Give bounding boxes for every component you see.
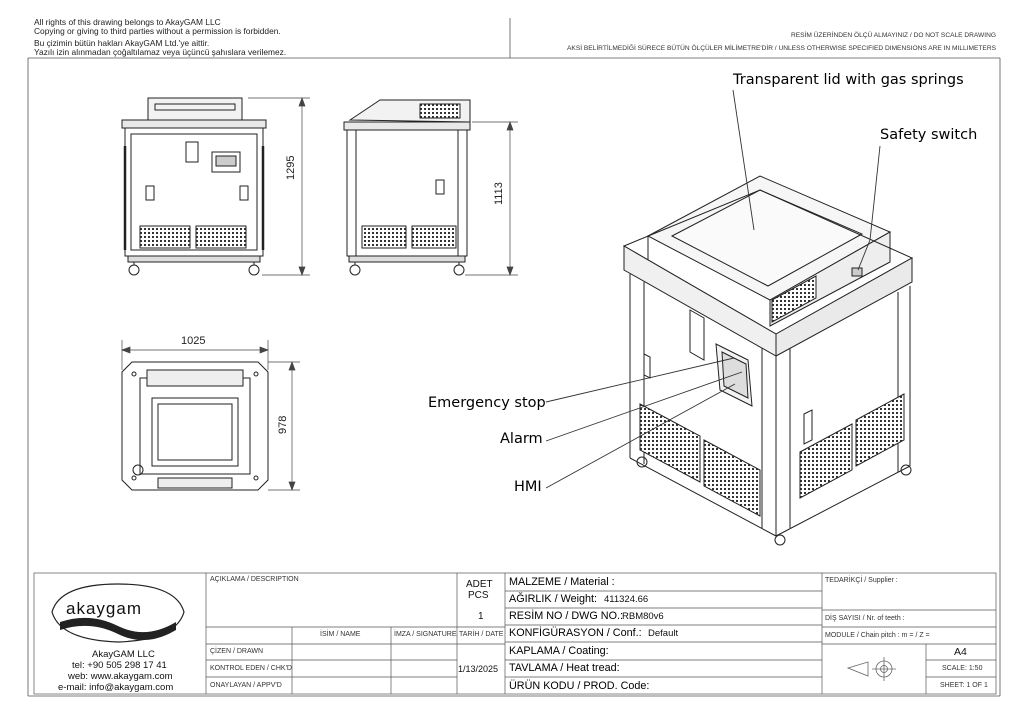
units-note: AKSİ BELİRTİLMEDİĞİ SÜRECE BÜTÜN ÖLÇÜLER…: [567, 45, 996, 52]
module-label: MODULE / Chain pitch : m = / Z =: [825, 632, 930, 639]
name-column-header: İSİM / NAME: [320, 631, 361, 638]
side-view: [343, 99, 471, 276]
weight-label: AĞIRLIK / Weight:: [509, 593, 598, 605]
heat-treat-label: TAVLAMA / Heat tread:: [509, 662, 620, 674]
checked-label: KONTROL EDEN / CHK'D: [210, 665, 292, 672]
copyright-en-line-1: All rights of this drawing belongs to Ak…: [34, 17, 221, 27]
product-code-label: ÜRÜN KODU / PROD. Code:: [509, 680, 650, 692]
date-value: 1/13/2025: [458, 664, 499, 674]
callout-alarm: Alarm: [500, 431, 543, 447]
top-depth-dimension: 978: [277, 415, 289, 434]
title-block-grid: [33, 572, 997, 695]
supplier-label: TEDARİKÇİ / Supplier :: [825, 577, 898, 584]
company-tel: tel: +90 505 298 17 41: [72, 660, 167, 671]
akaygam-logo: [51, 583, 185, 643]
dwg-label: RESİM NO / DWG NO.:: [509, 610, 623, 622]
callout-leaders: [545, 89, 881, 489]
isometric-view: [622, 175, 914, 546]
scale-value: SCALE: 1:50: [942, 665, 983, 672]
approved-label: ONAYLAYAN / APPV'D: [210, 682, 282, 689]
configuration-value: Default: [648, 628, 679, 639]
front-height-dim-lines: [248, 97, 310, 276]
copyright-tr-line-2: Yazılı izin alınmadan çoğaltılamaz veya …: [34, 47, 287, 57]
logo-text: akaygam: [66, 599, 142, 618]
do-not-scale-note: RESİM ÜZERİNDEN ÖLÇÜ ALMAYINIZ / DO NOT …: [790, 32, 996, 39]
callout-emergency-stop: Emergency stop: [428, 395, 546, 411]
drawing-frame: [27, 18, 1001, 697]
callout-transparent-lid: Transparent lid with gas springs: [733, 72, 964, 88]
qty-label-pcs: PCS: [468, 590, 489, 601]
sheet-number: SHEET: 1 OF 1: [940, 682, 988, 689]
company-web: web: www.akaygam.com: [68, 671, 173, 682]
material-label: MALZEME / Material :: [509, 576, 615, 588]
projection-symbol-icon: [846, 657, 896, 681]
date-column-header: TARİH / DATE: [459, 631, 504, 638]
qty-label-adet: ADET: [466, 579, 493, 590]
weight-value: 411324.66: [604, 594, 649, 605]
top-view: [121, 361, 269, 491]
signature-column-header: İMZA / SIGNATURE: [394, 631, 457, 638]
callout-hmi: HMI: [514, 479, 542, 495]
front-height-dimension: 1295: [285, 155, 297, 180]
drawn-label: ÇİZEN / DRAWN: [210, 648, 264, 655]
coating-label: KAPLAMA / Coating:: [509, 645, 609, 657]
company-email: e-mail: info@akaygam.com: [58, 682, 174, 693]
callout-safety-switch: Safety switch: [880, 127, 978, 143]
copyright-tr-line-1: Bu çizimin bütün hakları AkayGAM Ltd.'ye…: [34, 38, 210, 48]
qty-value: 1: [478, 611, 484, 622]
front-view: [121, 97, 267, 276]
teeth-label: DİŞ SAYISI / Nr. of teeth :: [825, 615, 905, 622]
configuration-label: KONFİGÜRASYON / Conf.:: [509, 627, 642, 639]
description-label: AÇIKLAMA / DESCRIPTION: [210, 576, 299, 583]
company-name: AkayGAM LLC: [92, 649, 155, 660]
copyright-en-line-2: Copying or giving to third parties witho…: [34, 26, 281, 36]
side-height-dimension: 1113: [493, 182, 505, 205]
dwg-value: RBM80v6: [622, 611, 664, 622]
top-width-dim-lines: [121, 340, 300, 491]
sheet-size: A4: [954, 646, 967, 658]
side-height-dim-lines: [465, 121, 518, 276]
top-width-dimension: 1025: [181, 335, 206, 347]
